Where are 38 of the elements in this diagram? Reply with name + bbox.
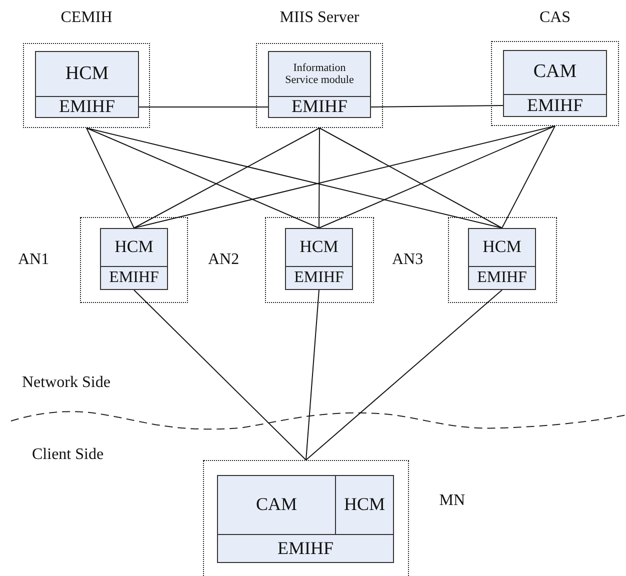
connector-line [86, 128, 502, 228]
connector-line [134, 126, 556, 228]
connector-line [86, 128, 134, 228]
connector-line [134, 128, 320, 228]
connector-line [138, 106, 268, 108]
node-heading: CEMIH [60, 8, 114, 28]
module-box: HCM [335, 475, 394, 535]
module-box: EMIHF [100, 266, 168, 290]
connector-line [370, 105, 504, 108]
side-label: Client Side [32, 446, 104, 464]
module-box: Information Service module [268, 51, 371, 97]
connector-line [134, 290, 306, 460]
node-heading: AN3 [392, 250, 424, 270]
node-heading: MN [439, 491, 465, 511]
connector-line [318, 128, 320, 228]
node-heading: MIIS Server [278, 8, 360, 28]
module-box: CAM [503, 50, 607, 95]
module-box: EMIHF [268, 96, 371, 118]
module-box: HCM [468, 228, 536, 267]
node-heading: CAS [538, 8, 572, 28]
module-box: EMIHF [503, 94, 607, 117]
connector-line [306, 290, 502, 460]
connector-line [502, 126, 556, 228]
module-box: HCM [100, 228, 168, 267]
module-box: EMIHF [285, 266, 353, 290]
connector-line [318, 126, 556, 228]
module-box: EMIHF [35, 96, 139, 118]
module-box: EMIHF [468, 266, 536, 290]
side-label: Network Side [22, 374, 110, 392]
node-heading: AN1 [18, 250, 50, 270]
connector-line [86, 128, 320, 228]
connector-line [306, 290, 320, 460]
connector-line [319, 128, 502, 228]
module-box: EMIHF [217, 534, 394, 563]
module-box: HCM [35, 51, 139, 97]
module-box: CAM [217, 475, 336, 535]
node-heading: AN2 [208, 250, 240, 270]
module-box: HCM [285, 228, 353, 267]
